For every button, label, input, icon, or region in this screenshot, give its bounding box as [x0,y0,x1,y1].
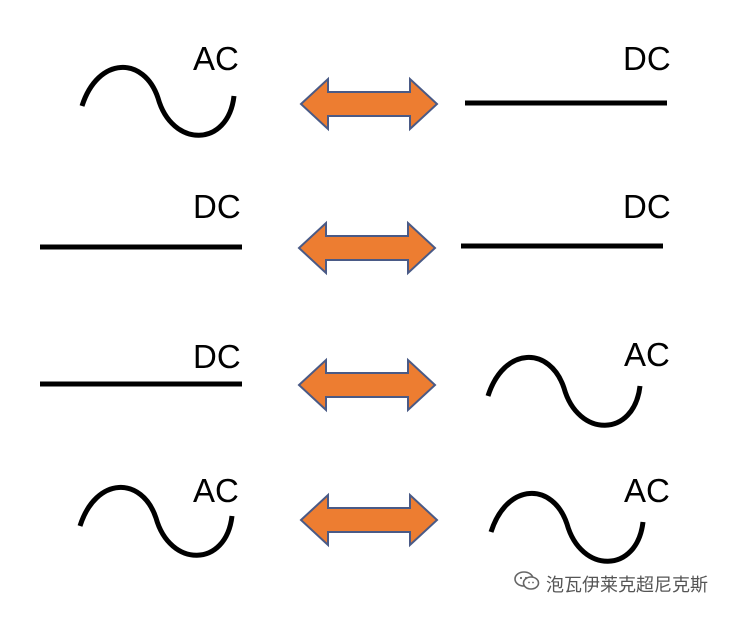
double-arrow-icon [299,492,439,548]
double-arrow-icon [297,220,437,276]
row4-right-label: AC [624,472,670,509]
double-arrow-icon [299,76,439,132]
ac-wave-icon [488,491,646,564]
dc-line-icon [40,244,242,250]
row-ac-dc: AC DC [0,0,730,150]
dc-line-icon [465,100,667,106]
row3-right-label: AC [624,336,670,373]
double-arrow-icon [297,357,437,413]
row-dc-ac: DC AC [40,336,670,428]
row4-left-label: AC [193,472,239,509]
ac-wave-icon [79,65,237,138]
row3-left-label: DC [193,338,241,375]
row1-left-label: AC [193,40,239,77]
row2-right-label: DC [623,188,671,225]
dc-line-icon [40,381,242,387]
ac-wave-icon [485,355,643,428]
row2-left-label: DC [193,188,241,225]
watermark: 泡瓦伊莱克超尼克斯 [514,570,708,597]
wechat-icon [514,570,540,597]
row-dc-dc: DC DC [0,0,730,300]
row1-right-label: DC [623,40,671,77]
watermark-text: 泡瓦伊莱克超尼克斯 [546,574,708,596]
row-ac-ac: AC AC [77,472,670,564]
dc-line-icon [461,243,663,249]
ac-wave-icon [77,485,235,558]
